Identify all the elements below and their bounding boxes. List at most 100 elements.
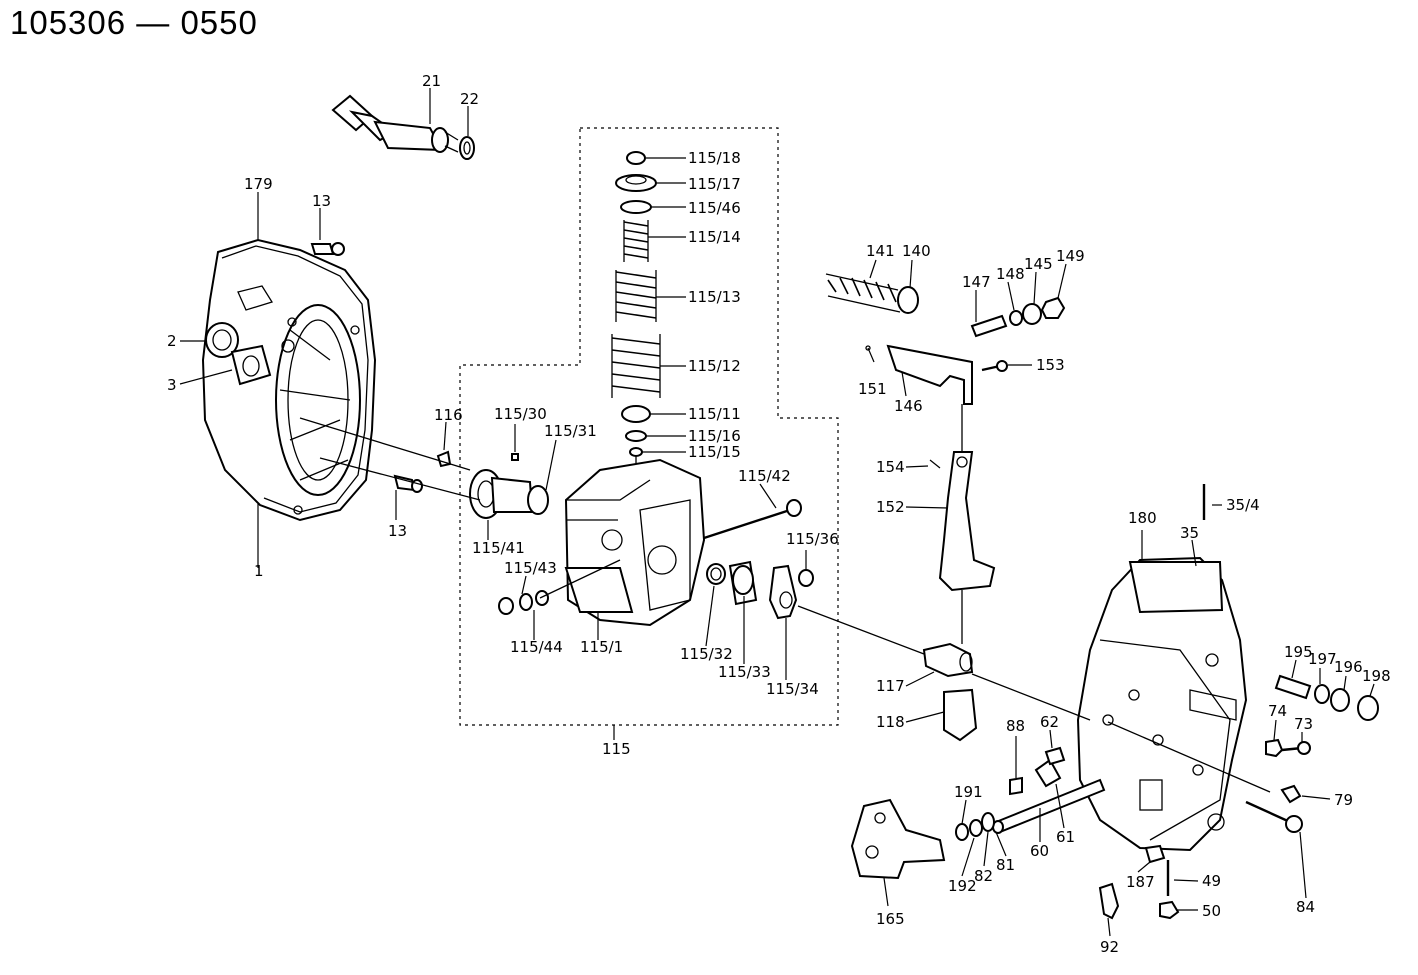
part-191 (955, 823, 969, 841)
label-74: 74 (1268, 702, 1287, 720)
part-spring-115-13 (615, 270, 657, 322)
label-115-30: 115/30 (494, 405, 547, 423)
part-115-31 (527, 485, 549, 515)
part-147 (970, 314, 1008, 338)
part-spring-115-12 (611, 334, 661, 398)
part-154 (929, 459, 941, 469)
part-housing-1 (201, 238, 377, 522)
part-lever-152 (938, 451, 996, 592)
label-13-lower: 13 (388, 522, 407, 540)
label-82: 82 (974, 867, 993, 885)
part-196 (1330, 688, 1350, 712)
label-115-13: 115/13 (688, 288, 741, 306)
part-146 (886, 344, 973, 405)
label-179: 179 (244, 175, 273, 193)
label-195: 195 (1284, 643, 1313, 661)
label-118: 118 (876, 713, 905, 731)
part-115-33 (728, 560, 758, 606)
label-154: 154 (876, 458, 905, 476)
part-115-41 (469, 469, 534, 519)
label-92: 92 (1100, 938, 1119, 956)
label-50: 50 (1202, 902, 1221, 920)
drawing-number-title: 105306 — 0550 (10, 4, 258, 41)
part-115-36 (798, 569, 814, 587)
leader-lines (179, 88, 1375, 937)
label-146: 146 (894, 397, 923, 415)
label-115-16: 115/16 (688, 427, 741, 445)
label-115-1: 115/1 (580, 638, 623, 656)
part-74 (1265, 738, 1284, 758)
part-115-18 (626, 151, 646, 165)
label-115-41: 115/41 (472, 539, 525, 557)
label-73: 73 (1294, 715, 1313, 733)
label-88: 88 (1006, 717, 1025, 735)
label-141: 141 (866, 242, 895, 260)
label-191: 191 (954, 783, 983, 801)
part-195 (1274, 674, 1312, 700)
label-115-15: 115/15 (688, 443, 741, 461)
part-151 (865, 345, 875, 363)
label-198: 198 (1362, 667, 1391, 685)
label-115-14: 115/14 (688, 228, 741, 246)
label-60: 60 (1030, 842, 1049, 860)
part-shaft-60 (992, 778, 1106, 834)
part-115-34 (768, 564, 798, 620)
part-192 (969, 819, 983, 837)
part-screw-13-top (310, 242, 345, 256)
label-151: 151 (858, 380, 887, 398)
label-22: 22 (460, 90, 479, 108)
label-148: 148 (996, 265, 1025, 283)
label-2: 2 (167, 332, 177, 350)
label-165: 165 (876, 910, 905, 928)
label-62: 62 (1040, 713, 1059, 731)
part-115-11 (621, 405, 651, 423)
label-115-34: 115/34 (766, 680, 819, 698)
part-79 (1280, 784, 1302, 804)
part-spring-115-14 (623, 220, 649, 262)
label-115-18: 115/18 (688, 149, 741, 167)
part-117 (922, 642, 974, 678)
part-115-43 (498, 590, 549, 615)
label-147: 147 (962, 273, 991, 291)
label-149: 149 (1056, 247, 1085, 265)
part-housing-180 (1076, 556, 1248, 852)
label-197: 197 (1308, 650, 1337, 668)
part-198 (1357, 695, 1379, 721)
part-115-17 (615, 174, 657, 192)
label-115-43: 115/43 (504, 559, 557, 577)
label-79: 79 (1334, 791, 1353, 809)
label-3: 3 (167, 376, 177, 394)
label-1: 1 (254, 562, 264, 580)
label-115-17: 115/17 (688, 175, 741, 193)
part-115-30 (511, 453, 519, 461)
part-shaft-21 (331, 94, 459, 153)
part-88 (1009, 776, 1023, 796)
part-92 (1098, 882, 1120, 920)
label-61: 61 (1056, 828, 1075, 846)
part-61 (1034, 758, 1062, 788)
label-81: 81 (996, 856, 1015, 874)
part-187 (1144, 844, 1166, 864)
label-116: 116 (434, 406, 463, 424)
label-35: 35 (1180, 524, 1199, 542)
label-115-33: 115/33 (718, 663, 771, 681)
label-49: 49 (1202, 872, 1221, 890)
part-84 (1245, 800, 1303, 833)
part-bolt-115-42 (703, 499, 802, 540)
label-115-11: 115/11 (688, 405, 741, 423)
part-118 (943, 688, 978, 742)
label-115: 115 (602, 740, 631, 758)
part-ring-22 (459, 136, 475, 160)
part-50 (1159, 900, 1180, 920)
label-115-46: 115/46 (688, 199, 741, 217)
part-62 (1044, 746, 1066, 766)
part-145 (1022, 303, 1042, 325)
assembly-115-boundary (459, 127, 839, 726)
part-153 (981, 360, 1008, 372)
label-145: 145 (1024, 255, 1053, 273)
part-149 (1040, 296, 1066, 319)
label-140: 140 (902, 242, 931, 260)
part-spring-141 (825, 273, 901, 313)
part-115-46 (620, 200, 652, 214)
label-84: 84 (1296, 898, 1315, 916)
